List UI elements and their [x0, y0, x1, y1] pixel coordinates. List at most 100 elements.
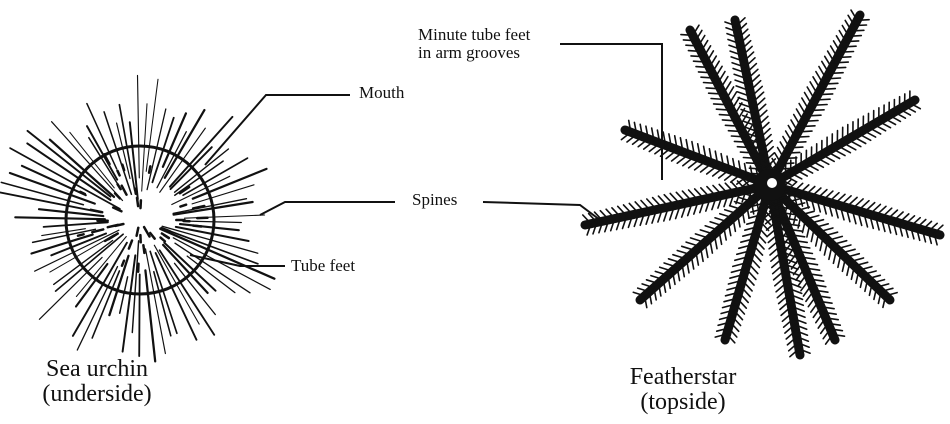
urchin-spine — [182, 221, 241, 223]
sea-urchin-drawing — [0, 76, 274, 362]
featherstar-disc-highlight — [767, 178, 777, 188]
featherstar-pinnule — [807, 115, 821, 116]
sea-urchin-caption-line1: Sea urchin — [22, 357, 172, 382]
minute-tube-feet-label-line1: Minute tube feet — [418, 26, 530, 44]
urchin-tube-foot — [122, 186, 127, 195]
featherstar-pinnule — [716, 109, 731, 110]
featherstar-pinnule — [706, 88, 720, 89]
featherstar-pinnule — [784, 158, 797, 159]
featherstar-pinnule — [823, 83, 838, 84]
featherstar-pinnule — [798, 131, 812, 132]
mouth-label: Mouth — [359, 84, 404, 102]
featherstar-pinnule — [804, 121, 818, 122]
featherstar-pinnule — [688, 51, 701, 52]
urchin-tube-foot — [115, 193, 120, 198]
featherstar-pinnule — [854, 25, 866, 26]
minute-tube-feet-label: Minute tube feet in arm grooves — [418, 26, 530, 62]
featherstar-caption-line2: (topside) — [608, 390, 758, 415]
urchin-tube-foot — [78, 234, 84, 235]
urchin-tube-foot — [91, 210, 102, 212]
spines-label: Spines — [412, 191, 457, 209]
urchin-spine — [139, 274, 140, 356]
urchin-tube-foot — [135, 189, 136, 194]
urchin-tube-foot — [118, 171, 120, 176]
urchin-spines — [0, 76, 274, 362]
featherstar-pinnule — [704, 83, 718, 84]
featherstar-pinnule — [719, 115, 734, 116]
featherstar-pinnule — [709, 93, 724, 94]
featherstar-pinnule — [849, 36, 862, 37]
featherstar-pinnule — [821, 89, 836, 90]
leader-lines — [190, 44, 662, 266]
urchin-spine — [87, 126, 117, 180]
urchin-spine — [138, 76, 140, 178]
urchin-tube-foot — [129, 241, 132, 249]
featherstar-pinnule — [838, 57, 851, 58]
featherstar-caption-line1: Featherstar — [608, 365, 758, 390]
urchin-spine — [145, 270, 155, 361]
featherstar-pinnule — [694, 61, 707, 62]
sea-urchin-caption: Sea urchin (underside) — [22, 357, 172, 407]
urchin-spine — [39, 257, 102, 319]
featherstar-pinnule — [840, 52, 853, 53]
featherstar-pinnule — [852, 30, 864, 31]
featherstar-pinnule — [801, 126, 815, 127]
sea-urchin-caption-line2: (underside) — [22, 382, 172, 407]
featherstar-pinnule — [722, 120, 737, 121]
featherstar-drawing — [583, 10, 943, 357]
urchin-tube-foot — [150, 233, 155, 239]
mouth-leader — [205, 95, 350, 165]
featherstar-pinnule — [686, 45, 698, 46]
urchin-tube-foot — [193, 226, 201, 227]
urchin-tube-foot — [122, 165, 124, 170]
featherstar-pinnule — [832, 67, 846, 68]
featherstar-pinnule — [793, 142, 806, 143]
featherstar-pinnule — [846, 41, 859, 42]
featherstar-pinnule — [781, 163, 794, 164]
urchin-tube-foot — [161, 238, 165, 242]
urchin-tube-foot — [143, 245, 144, 253]
minute-tube-feet-label-line2: in arm grooves — [418, 44, 530, 62]
featherstar-pinnule — [812, 105, 827, 106]
featherstar-pinnule — [731, 136, 745, 137]
featherstar-pinnule — [734, 141, 748, 142]
urchin-spine — [146, 79, 158, 171]
featherstar-pinnule — [737, 147, 750, 148]
spines-featherstar-leader — [483, 202, 600, 220]
featherstar-caption: Featherstar (topside) — [608, 365, 758, 415]
urchin-tube-foot — [122, 261, 124, 266]
urchin-tube-foot — [137, 198, 138, 206]
minute-tube-feet-leader — [560, 44, 662, 180]
featherstar-pinnule — [711, 99, 726, 100]
featherstar-pinnule — [728, 131, 742, 132]
featherstar-pinnule — [843, 46, 856, 47]
urchin-tube-foot — [118, 184, 121, 189]
urchin-spine — [15, 217, 105, 219]
featherstar-pinnule — [787, 152, 800, 153]
urchin-tube-foot — [149, 166, 150, 172]
tube-feet-label: Tube feet — [291, 257, 355, 275]
featherstar-pinnule — [835, 62, 849, 63]
featherstar-pinnule — [815, 99, 830, 100]
featherstar-pinnule — [714, 104, 729, 105]
featherstar-pinnule — [829, 73, 843, 74]
featherstar-pinnule — [683, 40, 695, 41]
urchin-spine — [44, 222, 108, 227]
urchin-spine — [165, 110, 205, 178]
featherstar-pinnule — [795, 137, 809, 138]
urchin-tube-foot — [137, 228, 139, 236]
featherstar-pinnule — [681, 35, 693, 36]
urchin-tube-foot — [180, 205, 186, 207]
featherstar-pinnule — [857, 20, 869, 21]
spines-urchin-leader — [260, 202, 395, 215]
urchin-test-outline — [66, 146, 214, 294]
featherstar-pinnule — [809, 110, 824, 111]
urchin-tube-foot — [144, 227, 149, 236]
featherstar-pinnule — [790, 147, 803, 148]
featherstar-pinnule — [740, 152, 753, 153]
featherstar-pinnule — [696, 67, 709, 68]
featherstar-pinnule — [818, 94, 833, 95]
featherstar-pinnule — [699, 72, 713, 73]
urchin-tube-foot — [164, 235, 169, 238]
urchin-spine — [175, 149, 229, 192]
